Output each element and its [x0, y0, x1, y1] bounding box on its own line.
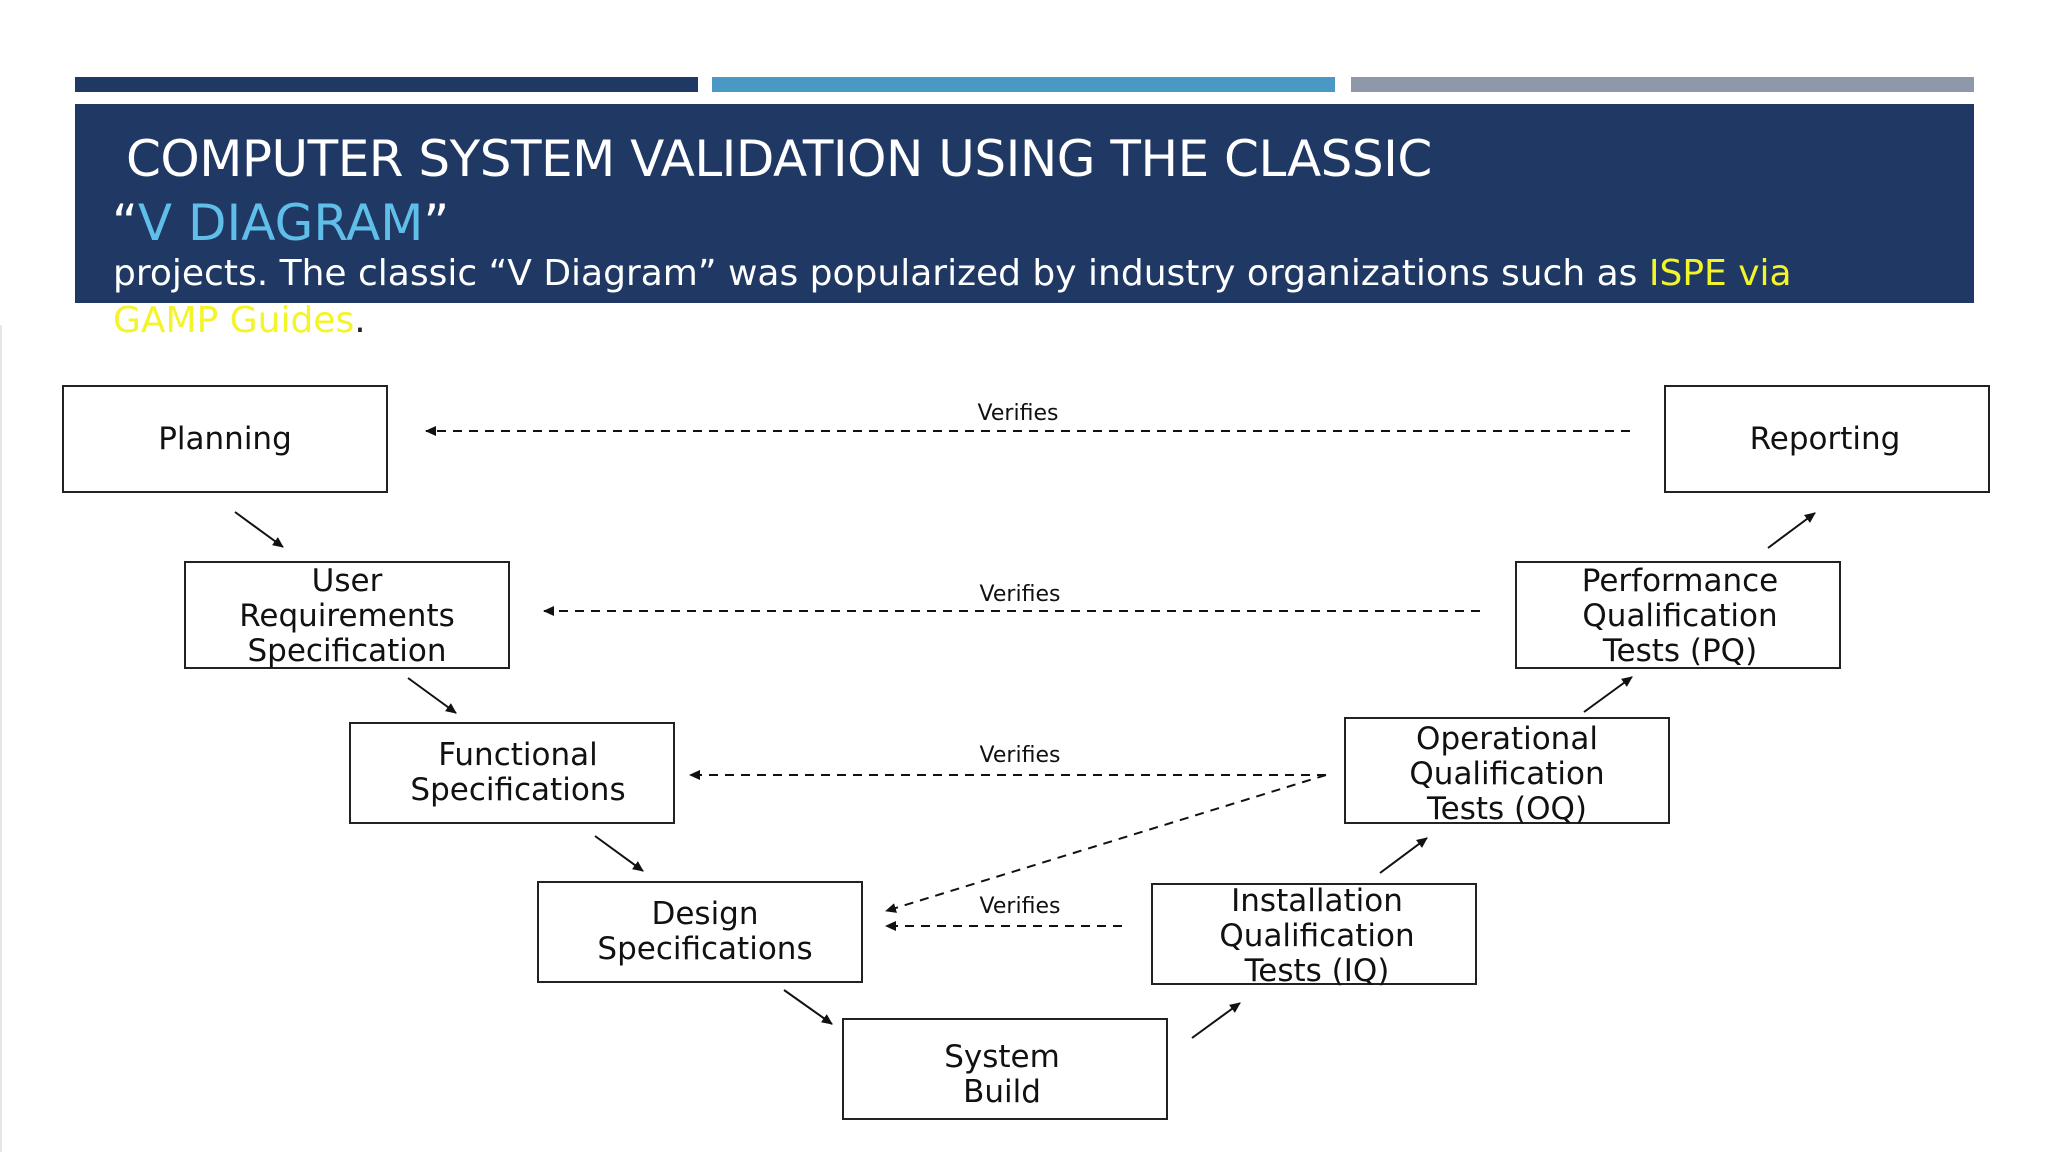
- verifies-label: Verifies: [980, 743, 1061, 768]
- node-installation-qualification: Installation Qualification Tests (IQ): [1151, 883, 1477, 989]
- flow-arrow-urs-to-fs: [407, 677, 457, 714]
- node-planning: Planning: [62, 385, 388, 493]
- node-label: Build: [963, 1074, 1041, 1110]
- node-label: User: [312, 563, 383, 599]
- node-user-requirements: User Requirements Specification: [184, 561, 510, 669]
- verifies-label: Verifies: [978, 401, 1059, 426]
- title-banner: [75, 104, 1974, 303]
- node-label: Operational: [1416, 721, 1598, 757]
- intro-paragraph: projects. The classic “V Diagram” was po…: [113, 250, 1813, 344]
- flow-arrow-ds-to-build: [783, 989, 833, 1025]
- title-close-quote: ”: [423, 194, 450, 252]
- node-label: Performance: [1582, 563, 1778, 599]
- accent-bar-gray: [1351, 77, 1974, 92]
- accent-bar-navy: [75, 77, 698, 92]
- node-label: Qualification: [1582, 598, 1777, 634]
- flow-arrow-iq-to-oq: [1379, 837, 1428, 874]
- node-reporting: Reporting: [1664, 385, 1990, 493]
- slide-title-line-2: “V DIAGRAM”: [112, 190, 449, 256]
- node-label: Installation: [1231, 883, 1403, 919]
- node-operational-qualification: Operational Qualification Tests (OQ): [1344, 717, 1670, 827]
- slide-title-line-1: COMPUTER SYSTEM VALIDATION USING THE CLA…: [126, 130, 1432, 188]
- title-open-quote: “: [112, 194, 138, 252]
- node-label: Tests (OQ): [1426, 791, 1587, 827]
- node-design-specifications: Design Specifications: [537, 881, 863, 983]
- node-label: Specifications: [410, 772, 625, 808]
- node-label: Functional: [438, 737, 597, 773]
- diagram-left-edge: [0, 325, 2, 1152]
- accent-bar-blue: [712, 77, 1335, 92]
- node-label: Design: [651, 896, 758, 932]
- intro-highlight-ispe-gamp: ISPE via GAMP Guides: [113, 253, 1792, 341]
- node-label: Tests (IQ): [1244, 953, 1390, 989]
- node-label: Reporting: [1750, 421, 1901, 457]
- flow-arrow-oq-to-pq: [1583, 676, 1633, 713]
- v-diagram: Planning User Requirements Specification…: [62, 385, 1990, 1120]
- intro-text: projects. The classic “V Diagram” was po…: [113, 253, 1649, 294]
- verifies-arrow-oq-ds: [885, 774, 1327, 913]
- flow-arrow-planning-to-urs: [234, 511, 284, 548]
- verifies-label: Verifies: [980, 582, 1061, 607]
- node-label: Qualification: [1219, 918, 1414, 954]
- flow-arrow-build-to-iq: [1191, 1002, 1241, 1039]
- node-label: Specification: [247, 633, 446, 669]
- node-label: Qualification: [1409, 756, 1604, 792]
- node-system-build: System Build: [842, 1018, 1168, 1120]
- intro-period: .: [354, 300, 366, 341]
- node-label: Planning: [158, 421, 292, 457]
- node-label: System: [944, 1039, 1060, 1075]
- flow-arrow-pq-to-reporting: [1767, 512, 1816, 549]
- node-label: Requirements: [239, 598, 455, 634]
- node-label: Tests (PQ): [1602, 633, 1757, 669]
- node-performance-qualification: Performance Qualification Tests (PQ): [1515, 561, 1841, 669]
- node-functional-specifications: Functional Specifications: [349, 722, 675, 824]
- title-v-diagram: V DIAGRAM: [137, 194, 424, 252]
- flow-arrow-fs-to-ds: [594, 835, 644, 872]
- verifies-label: Verifies: [980, 894, 1061, 919]
- node-label: Specifications: [597, 931, 812, 967]
